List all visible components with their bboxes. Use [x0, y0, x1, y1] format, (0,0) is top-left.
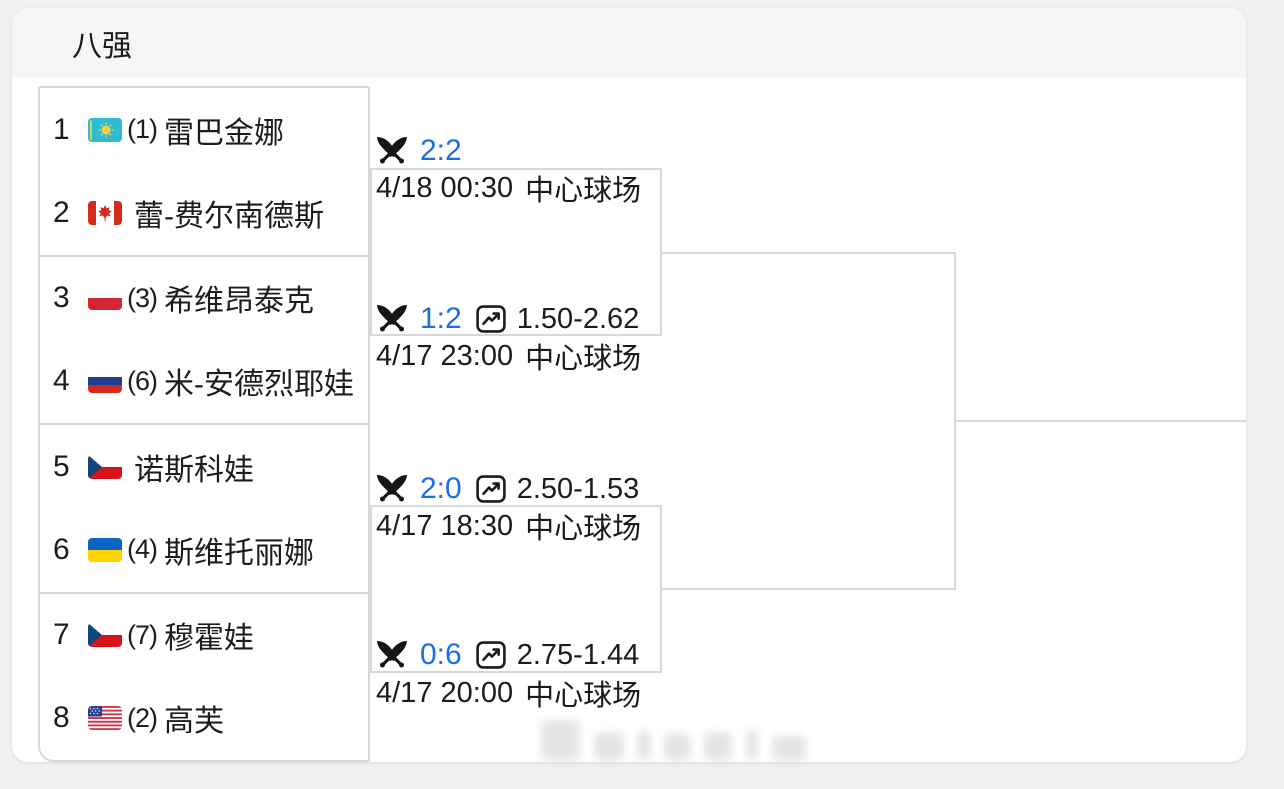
match-2-odds: 1.50-2.62: [516, 302, 640, 335]
trend-chart-icon: [476, 475, 506, 503]
match-2-score-link[interactable]: 1:2: [420, 302, 462, 335]
player-name: 高芙: [164, 705, 224, 739]
match-2-datetime: 4/17 23:00: [376, 339, 514, 372]
match-3-venue: 中心球场: [525, 513, 642, 545]
watermark-blob: [638, 730, 650, 760]
player-row: 1 (1) 雷巴金娜: [40, 88, 368, 171]
player-name: 诺斯科娃: [134, 453, 254, 487]
crossed-swords-icon: [377, 305, 407, 332]
flag-russia-icon: [88, 369, 122, 393]
watermark-blob: [772, 736, 806, 760]
match-4-datetime: 4/17 20:00: [376, 676, 514, 709]
match-1-datetime: 4/18 00:30: [376, 171, 514, 204]
flag-kazakhstan-icon: [88, 117, 122, 142]
player-row: 5 诺斯科娃: [40, 425, 368, 508]
flag-poland-icon: [88, 286, 122, 310]
connector-semifinal: [662, 252, 956, 590]
flag-canada-icon: [88, 201, 122, 225]
player-seed: (4): [127, 534, 158, 565]
player-row: 7 (7) 穆霍娃: [40, 594, 368, 677]
player-name: 希维昂泰克: [164, 285, 314, 319]
player-row: 6 (4) 斯维托丽娜: [40, 508, 368, 594]
player-position: 8: [53, 701, 70, 735]
match-1-schedule: 4/18 00:30 中心球场: [376, 171, 641, 208]
match-1-score-row: 2:2: [374, 134, 462, 168]
watermark-blob: [542, 720, 580, 760]
crossed-swords-icon: [377, 137, 407, 164]
player-position: 7: [53, 618, 70, 652]
bracket-card: 八强 1 (1) 雷巴金娜 2 蕾-费尔南德斯 3 (3) 希维昂泰克 4 (6…: [12, 8, 1246, 762]
match-4-venue: 中心球场: [525, 680, 642, 712]
match-3-score-link[interactable]: 2:0: [420, 472, 462, 505]
match-4-odds: 2.75-1.44: [516, 638, 640, 671]
player-seed: (1): [127, 114, 158, 145]
flag-czech-icon: [88, 455, 122, 479]
match-3-odds-link[interactable]: 2.50-1.53: [462, 472, 640, 506]
player-seed: (2): [127, 702, 158, 733]
player-name: 蕾-费尔南德斯: [134, 199, 324, 233]
watermark-blob: [594, 732, 624, 760]
player-row: 3 (3) 希维昂泰克: [40, 257, 368, 340]
player-row: 8 (2) 高芙: [40, 677, 368, 760]
player-position: 5: [53, 449, 70, 483]
match-2-score-row: 1:2 1.50-2.62: [374, 302, 639, 336]
player-seed: (6): [127, 365, 158, 396]
match-3-odds: 2.50-1.53: [516, 472, 640, 505]
match-4-score-row: 0:6 2.75-1.44: [374, 638, 639, 672]
player-name: 雷巴金娜: [164, 116, 284, 150]
match-3-score-row: 2:0 2.50-1.53: [374, 472, 639, 506]
player-position: 6: [53, 532, 70, 566]
players-column: 1 (1) 雷巴金娜 2 蕾-费尔南德斯 3 (3) 希维昂泰克 4 (6) 米…: [38, 86, 370, 762]
match-2-odds-link[interactable]: 1.50-2.62: [462, 302, 640, 336]
watermark: [542, 714, 942, 760]
crossed-swords-icon: [377, 475, 407, 502]
player-name: 穆霍娃: [164, 622, 254, 656]
connector-final: [954, 420, 1246, 422]
match-3-datetime: 4/17 18:30: [376, 509, 514, 542]
flag-ukraine-icon: [88, 538, 122, 562]
trend-chart-icon: [476, 641, 506, 669]
match-1-score-link[interactable]: 2:2: [420, 134, 462, 167]
player-row: 2 蕾-费尔南德斯: [40, 171, 368, 257]
match-4-schedule: 4/17 20:00 中心球场: [376, 676, 641, 713]
player-row: 4 (6) 米-安德烈耶娃: [40, 340, 368, 425]
crossed-swords-icon: [377, 641, 407, 668]
round-title: 八强: [72, 30, 132, 63]
player-position: 3: [53, 281, 70, 315]
player-seed: (3): [127, 282, 158, 313]
trend-chart-icon: [476, 305, 506, 333]
match-1-venue: 中心球场: [525, 175, 642, 207]
round-title-band: 八强: [12, 8, 1246, 78]
watermark-blob: [664, 734, 690, 760]
player-name: 米-安德烈耶娃: [164, 368, 354, 402]
match-2-venue: 中心球场: [525, 343, 642, 375]
player-position: 1: [53, 112, 70, 146]
player-name: 斯维托丽娜: [164, 536, 314, 570]
watermark-blob: [746, 730, 758, 760]
player-seed: (7): [127, 619, 158, 650]
player-position: 4: [53, 364, 70, 398]
flag-czech-icon: [88, 623, 122, 647]
match-3-schedule: 4/17 18:30 中心球场: [376, 509, 641, 546]
player-position: 2: [53, 195, 70, 229]
watermark-blob: [704, 732, 732, 760]
match-4-odds-link[interactable]: 2.75-1.44: [462, 638, 640, 672]
match-4-score-link[interactable]: 0:6: [420, 638, 462, 671]
flag-usa-icon: [88, 706, 122, 730]
match-2-schedule: 4/17 23:00 中心球场: [376, 339, 641, 376]
